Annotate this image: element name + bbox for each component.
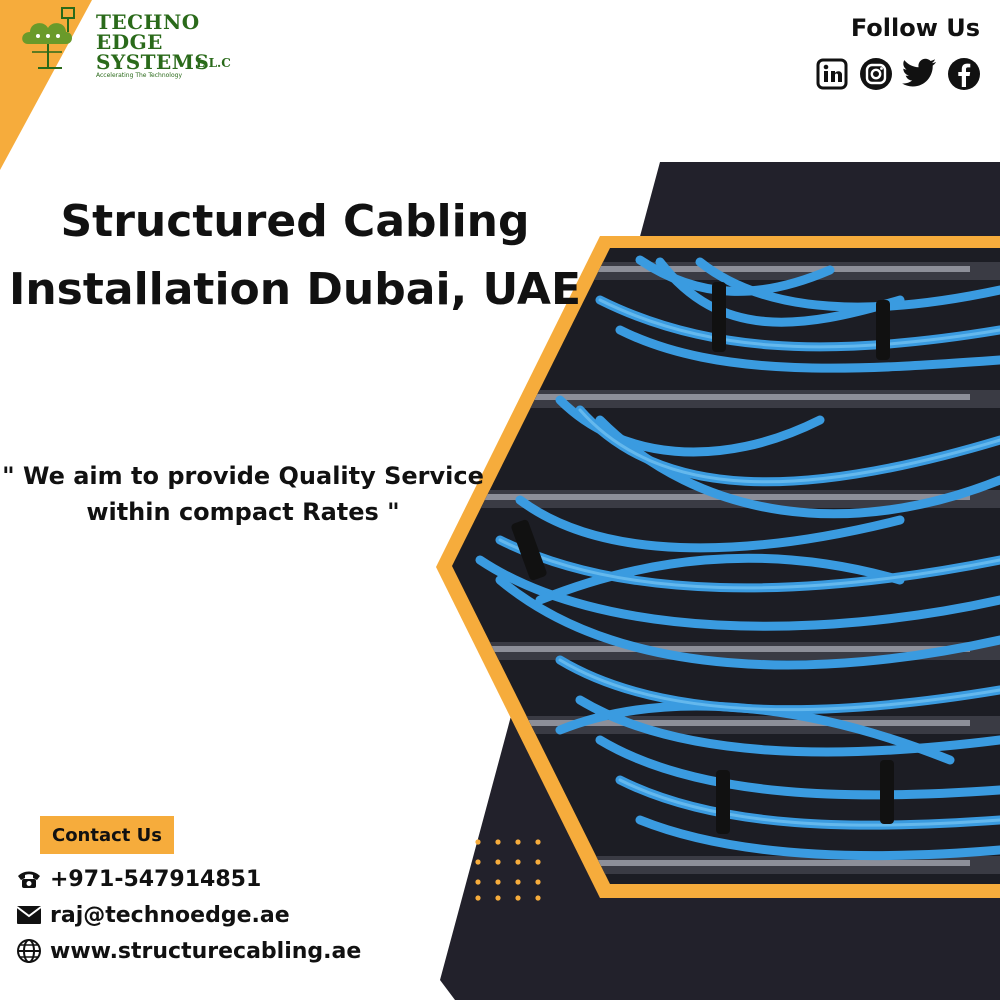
mail-icon [16, 902, 42, 928]
follow-us-title: Follow Us [850, 14, 980, 42]
phone-number: +971-547914851 [50, 866, 262, 892]
globe-icon [16, 938, 42, 964]
tagline-quote: " We aim to provide Quality Service with… [0, 458, 486, 530]
logo-suffix: L.L.C [196, 56, 231, 70]
logo-tagline: Accelerating The Technology [96, 72, 183, 79]
decorative-dots [475, 839, 541, 901]
contact-us-button[interactable]: Contact Us [40, 816, 174, 854]
cloud-network-icon [22, 7, 75, 69]
logo-line-3: SYSTEMS [96, 50, 210, 74]
email-address: raj@technoedge.ae [50, 902, 290, 928]
quote-line-2: within compact Rates " [86, 498, 400, 526]
logo-line-1: TECHNO [96, 10, 200, 34]
title-line-1: Structured Cabling [60, 196, 530, 247]
title-line-2: Installation Dubai, UAE [8, 264, 582, 315]
company-logo: TECHNO EDGE SYSTEMS L.L.C Accelerating T… [18, 6, 258, 86]
instagram-icon[interactable] [858, 56, 894, 92]
contact-website[interactable]: www.structurecabling.ae [16, 938, 361, 964]
twitter-icon[interactable] [902, 56, 938, 92]
facebook-icon[interactable] [946, 56, 982, 92]
linkedin-icon[interactable] [814, 56, 850, 92]
social-links [814, 56, 982, 92]
phone-icon [16, 866, 42, 892]
page-title: Structured Cabling Installation Dubai, U… [0, 188, 590, 324]
logo-line-2: EDGE [96, 30, 163, 54]
quote-line-1: " We aim to provide Quality Service [2, 462, 484, 490]
website-url: www.structurecabling.ae [50, 938, 362, 964]
contact-email[interactable]: raj@technoedge.ae [16, 902, 290, 928]
contact-phone[interactable]: +971-547914851 [16, 866, 261, 892]
